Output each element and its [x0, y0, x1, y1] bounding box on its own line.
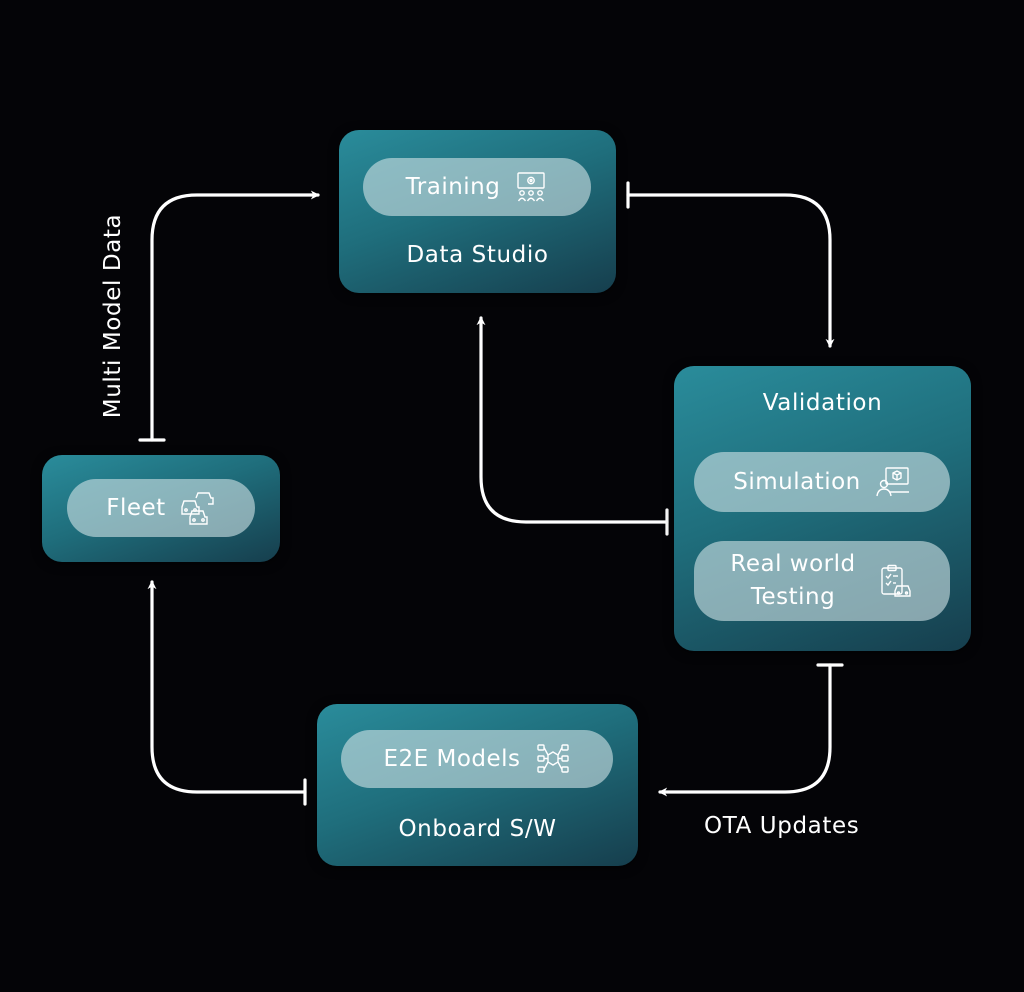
edge-validation-to-data-studio	[476, 316, 669, 524]
onboard-sw-node: E2E Models Onboard S/W	[317, 704, 638, 866]
training-pill[interactable]: Training	[363, 158, 591, 216]
real-world-testing-checklist-icon	[880, 564, 911, 597]
simulation-label: Simulation	[733, 468, 861, 495]
training-label: Training	[405, 173, 501, 200]
onboard-sw-caption: Onboard S/W	[398, 816, 557, 842]
validation-node: Validation Simulation Real world Testing	[674, 366, 971, 651]
data-studio-node: Training Data Studio	[339, 130, 616, 293]
edge-data-studio-to-validation	[626, 193, 835, 348]
fleet-cars-icon	[181, 492, 214, 525]
training-presentation-icon	[517, 172, 546, 202]
edge-fleet-to-data-studio	[150, 190, 320, 442]
edge-validation-to-onboard	[658, 663, 832, 797]
multi-model-data-label: Multi Model Data	[100, 213, 126, 419]
validation-caption: Validation	[762, 390, 883, 416]
simulation-pill[interactable]: Simulation	[694, 452, 950, 512]
fleet-node: Fleet	[42, 455, 280, 562]
e2e-models-pill[interactable]: E2E Models	[341, 730, 613, 788]
real-world-testing-label: Real world Testing	[730, 548, 855, 614]
data-studio-caption: Data Studio	[406, 242, 549, 268]
edge-onboard-to-fleet	[147, 580, 307, 794]
neural-network-icon	[536, 744, 569, 773]
fleet-pill[interactable]: Fleet	[67, 479, 255, 537]
real-world-testing-pill[interactable]: Real world Testing	[694, 541, 950, 621]
fleet-label: Fleet	[106, 494, 166, 521]
testing-line: Testing	[750, 584, 836, 610]
simulation-workstation-icon	[876, 467, 909, 497]
ota-updates-label: OTA Updates	[704, 813, 860, 839]
e2e-models-label: E2E Models	[383, 745, 521, 772]
real-world-line: Real world	[730, 551, 856, 577]
